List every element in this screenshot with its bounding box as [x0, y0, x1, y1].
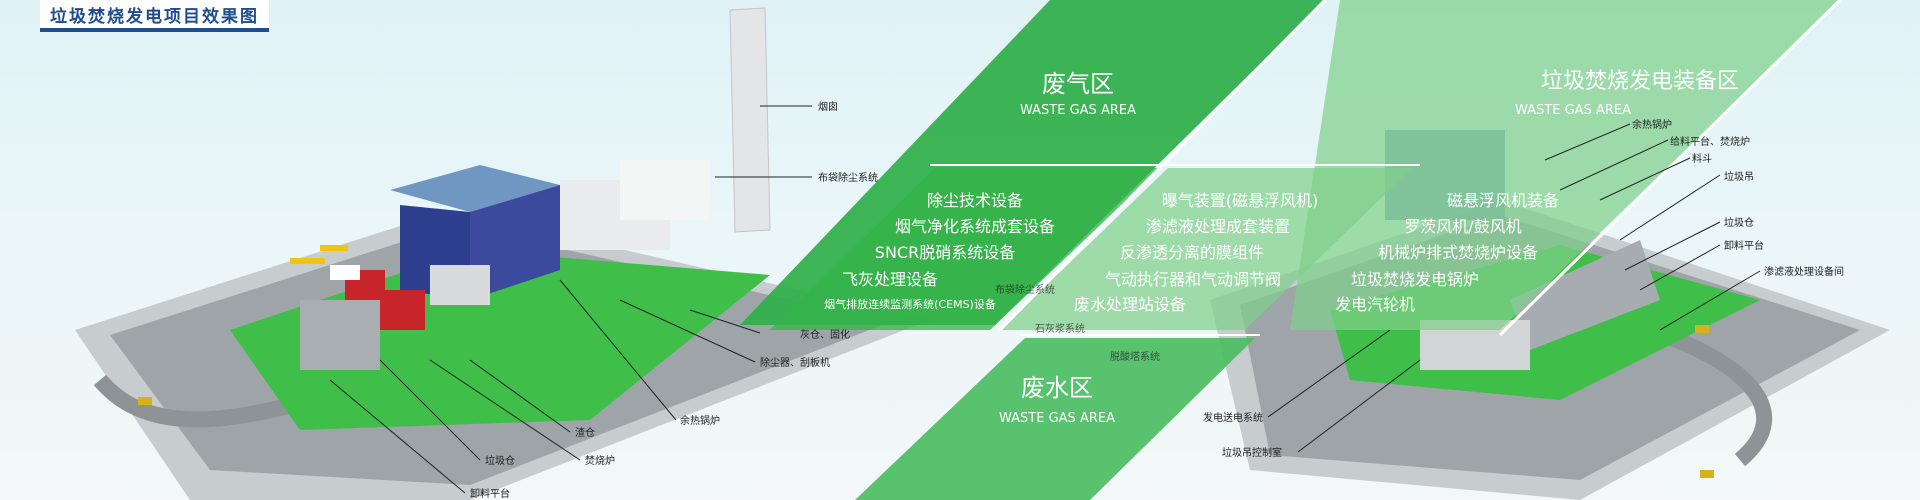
right-label-waste-crane: 垃圾吊: [1724, 170, 1754, 183]
right-grey-building: [1510, 240, 1660, 350]
label-waste-heat-boiler: 余热锅炉: [680, 414, 720, 427]
green-overlay-bands: [740, 0, 1842, 500]
zone-gas-item-2: 烟气净化系统成套设备: [895, 217, 1055, 236]
right-label-waste-heat-boiler: 余热锅炉: [1632, 118, 1672, 131]
zone-equipment-text: 垃圾焚烧发电装备区 WASTE GAS AREA 磁悬浮风机装备 罗茨风机/鼓风…: [1335, 69, 1739, 314]
zone-water-title: 废水区: [1021, 374, 1093, 402]
zone-equipment-item-3: 机械炉排式焚烧炉设备: [1378, 243, 1538, 262]
right-label-feed-incinerator: 给料平台、焚烧炉: [1670, 135, 1750, 148]
zone-gas-item-5: 烟气排放连续监测系统(CEMS)设备: [824, 297, 996, 311]
zone-equipment-subtitle: WASTE GAS AREA: [1515, 103, 1631, 118]
zone-gas-item-3: SNCR脱硝系统设备: [875, 243, 1015, 262]
right-label-hopper: 料斗: [1692, 152, 1712, 165]
incinerator-red-2: [380, 290, 425, 330]
zone-water-item-4: 气动执行器和气动调节阀: [1105, 270, 1281, 289]
left-truck: [138, 397, 152, 405]
zone-equipment-title: 垃圾焚烧发电装备区: [1541, 69, 1739, 94]
right-truck-1: [1695, 325, 1709, 333]
right-label-slaked-lime: 石灰浆系统: [1035, 322, 1085, 335]
incinerator-white: [330, 265, 360, 280]
zone-gas-subtitle: WASTE GAS AREA: [1020, 103, 1136, 118]
zone-gas-title: 废气区: [1042, 70, 1114, 98]
label-incinerator: 焚烧炉: [585, 454, 615, 467]
band-equipment: [1290, 0, 1840, 330]
zone-water-item-1: 曝气装置(磁悬浮风机): [1162, 191, 1319, 210]
label-bag-filter: 布袋除尘系统: [818, 171, 878, 184]
zone-water-text: 废水区 WASTE GAS AREA 曝气装置(磁悬浮风机) 渗滤液处理成套装置…: [999, 191, 1318, 426]
label-waste-bin: 垃圾仓: [485, 454, 515, 467]
right-label-desulfur: 脱酸塔系统: [1110, 350, 1160, 363]
yellow-crane-2: [320, 245, 348, 251]
chimney: [729, 7, 771, 233]
left-tanks: [430, 265, 490, 305]
zone-water-item-3: 反渗透分离的膜组件: [1120, 243, 1264, 262]
zone-gas-item-4: 飞灰处理设备: [842, 270, 938, 289]
right-label-generation-system: 发电送电系统: [1203, 411, 1263, 424]
page-title-box: 垃圾焚烧发电项目效果图: [40, 0, 269, 32]
zone-water-item-5: 废水处理站设备: [1074, 295, 1186, 314]
zone-gas-item-1: 除尘技术设备: [927, 191, 1023, 210]
label-chimney: 烟囱: [818, 100, 838, 113]
zone-gas-text: 废气区 WASTE GAS AREA 除尘技术设备 烟气净化系统成套设备 SNC…: [824, 70, 1136, 311]
right-label-waste-bin: 垃圾仓: [1724, 216, 1754, 229]
band-water: [855, 338, 1255, 500]
right-callouts: [1267, 123, 1761, 453]
right-truck-2: [1700, 470, 1714, 478]
silos: [620, 160, 710, 220]
left-grey-block: [300, 300, 380, 370]
label-dust-scraper: 除尘器、刮板机: [760, 356, 830, 369]
label-ash-silo: 灰仓、固化: [800, 328, 850, 341]
left-callouts: [329, 105, 812, 494]
label-unloading-platform: 卸料平台: [470, 487, 510, 500]
right-label-dedusting: 布袋除尘系统: [995, 283, 1055, 296]
right-curved-road: [1647, 322, 1772, 467]
right-label-unloading-platform: 卸料平台: [1724, 239, 1764, 252]
main-building-roof: [390, 165, 560, 212]
right-label-crane-control: 垃圾吊控制室: [1222, 446, 1282, 459]
zone-water-item-2: 渗滤液处理成套装置: [1146, 217, 1290, 236]
left-plant: [75, 7, 930, 500]
zone-equipment-item-1: 磁悬浮风机装备: [1447, 191, 1559, 210]
zone-equipment-item-5: 发电汽轮机: [1335, 295, 1415, 314]
right-label-leachate-room: 渗滤液处理设备间: [1764, 265, 1844, 278]
zone-equipment-item-4: 垃圾焚烧发电锅炉: [1351, 270, 1479, 289]
yellow-crane-1: [290, 258, 325, 264]
label-slag-bin: 渣仓: [575, 426, 595, 439]
page-title: 垃圾焚烧发电项目效果图: [50, 6, 259, 27]
zone-water-subtitle: WASTE GAS AREA: [999, 411, 1115, 426]
band-gas-items: [770, 168, 1160, 330]
main-building-side: [470, 185, 560, 300]
zone-equipment-item-2: 罗茨风机/鼓风机: [1404, 217, 1521, 236]
